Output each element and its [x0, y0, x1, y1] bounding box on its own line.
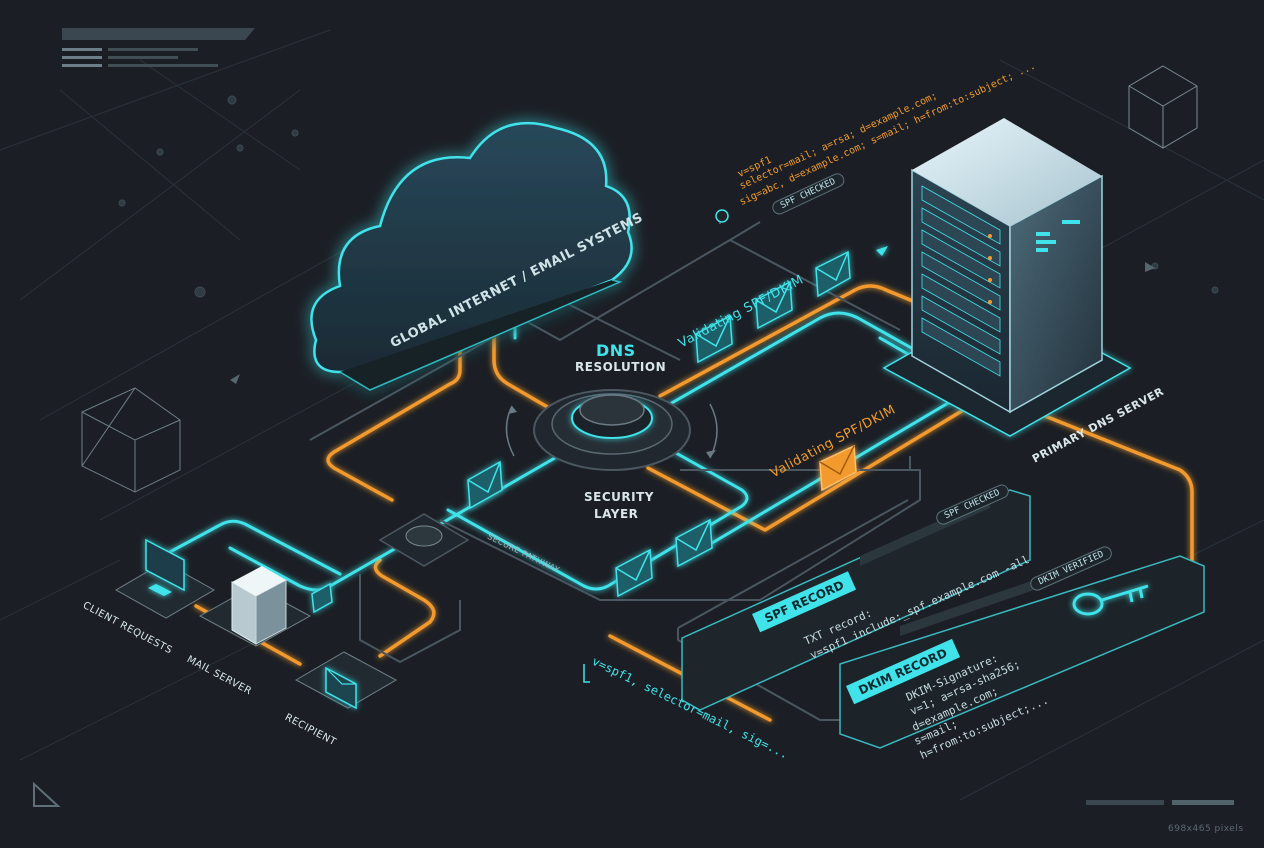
security-layer-line1: SECURITY	[584, 490, 654, 504]
cube-wireframe-icon	[81, 387, 181, 493]
path-envelopes	[311, 250, 851, 614]
security-layer-line2: LAYER	[594, 507, 639, 521]
dns-subtitle: RESOLUTION	[575, 360, 667, 374]
envelope-icon	[695, 314, 733, 364]
envelope-icon	[467, 460, 503, 510]
connector-dot	[715, 209, 729, 223]
cube-wireframe-icon	[1128, 65, 1198, 149]
envelope-icon	[615, 548, 653, 598]
envelope-icon	[675, 518, 713, 568]
footer-marks	[33, 781, 1234, 807]
decor-arrows	[230, 262, 1155, 384]
dns-title: DNS	[596, 341, 636, 360]
junction-node	[378, 513, 470, 567]
envelope-icon	[755, 280, 793, 330]
server-icon	[231, 566, 287, 645]
envelope-icon	[325, 666, 357, 710]
background-nodes	[118, 95, 1219, 298]
dkim-card	[839, 555, 1205, 749]
envelope-icon	[815, 250, 851, 298]
server-icon	[882, 118, 1132, 437]
envelope-icon	[819, 444, 857, 492]
monitor-icon	[145, 538, 185, 596]
dns-hub	[505, 389, 718, 471]
key-icon	[1072, 584, 1149, 616]
header-bars	[62, 28, 255, 67]
footer-dimensions: 698x465 pixels	[1168, 824, 1244, 834]
envelope-icon	[311, 582, 333, 614]
cloud-icon	[310, 121, 633, 391]
bottom-code-bracket	[583, 664, 590, 683]
